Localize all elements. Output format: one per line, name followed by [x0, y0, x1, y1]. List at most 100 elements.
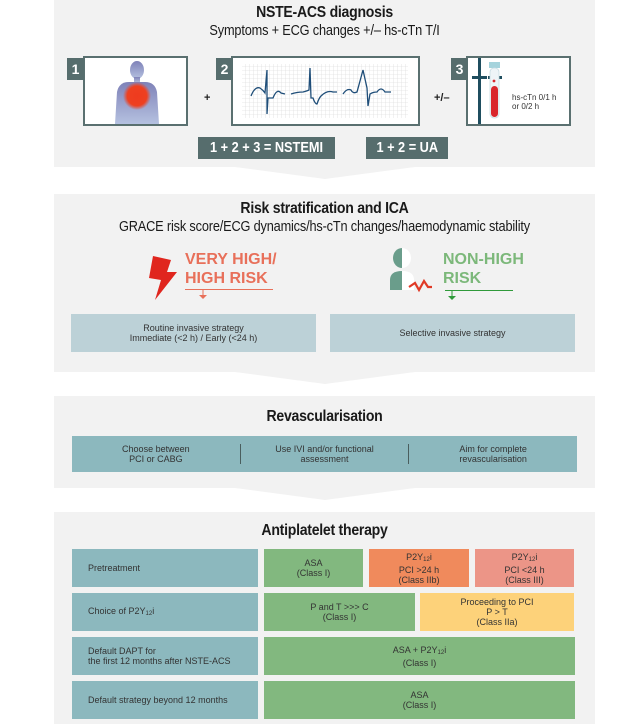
cell-line2: P > T: [486, 607, 508, 617]
troponin-note: hs-cTn 0/1 h or 0/2 h: [512, 93, 556, 111]
cell-line1-sub: 12: [423, 556, 430, 563]
cell-line1-post: i: [444, 644, 447, 655]
row-label-sub: 12: [145, 610, 153, 617]
selective-invasive-strategy: Selective invasive strategy: [330, 314, 575, 352]
diagnosis-section: NSTE-ACS diagnosis Symptoms + ECG change…: [54, 0, 595, 179]
non-high-risk-label: NON-HIGH RISK: [443, 250, 524, 288]
non-high-risk-label-line1: NON-HIGH: [443, 251, 524, 268]
cell-pretreatment-p2y12-gt24h: P2Y12i PCI >24 h (Class IIb): [369, 549, 469, 587]
high-risk-label: VERY HIGH/ HIGH RISK: [185, 250, 277, 288]
revascularisation-bar: Choose between PCI or CABG Use IVI and/o…: [72, 436, 577, 472]
step-number-2: 2: [216, 58, 233, 80]
row-label-default-dapt: Default DAPT for the first 12 months aft…: [72, 637, 258, 675]
cell-line2: (Class I): [402, 657, 437, 668]
cell-beyond-12-months: ASA (Class I): [264, 681, 575, 719]
cell-line1: P2Y12i: [369, 552, 469, 565]
blood-test-tube-icon: [472, 58, 502, 124]
row-label-text: Choice of P2Y12i: [88, 606, 154, 619]
antiplatelet-title: Antiplatelet therapy: [261, 522, 388, 539]
risk-section: Risk stratification and ICA GRACE risk s…: [54, 194, 595, 384]
flow-arrow: [234, 167, 415, 179]
cell-line2: (Class I): [402, 700, 437, 710]
row-label-post: i: [152, 605, 155, 616]
cell-line1-sub: 12: [437, 649, 445, 656]
revasc-item-ivi: Use IVI and/or functional assessment: [241, 436, 409, 472]
step-number-1: 1: [67, 58, 84, 80]
row-label-pretreatment: Pretreatment: [72, 549, 258, 587]
row-label-pre: Choice of P2Y: [88, 605, 146, 616]
row-label-beyond-12-months: Default strategy beyond 12 months: [72, 681, 258, 719]
divider: [408, 444, 410, 464]
cell-line1-pre: ASA + P2Y: [392, 644, 438, 655]
flow-arrow: [234, 372, 415, 384]
cell-line2: (Class I): [296, 568, 331, 578]
ua-outcome-label: 1 + 2 = UA: [376, 139, 438, 156]
step-number-3: 3: [451, 58, 468, 80]
cell-choice-p-t-c: P and T >>> C (Class I): [264, 593, 415, 631]
row-label-text: Pretreatment: [88, 563, 141, 573]
diagnosis-title: NSTE-ACS diagnosis: [256, 4, 393, 21]
cell-line1-post: i: [535, 551, 538, 562]
ecg-trace-icon: [242, 64, 408, 118]
cell-line1: ASA: [304, 558, 323, 568]
high-risk-underline: [185, 289, 273, 290]
high-risk-label-line2: HIGH RISK: [185, 270, 268, 287]
non-high-risk-underline: [445, 290, 513, 291]
cell-choice-proceeding-pci: Proceeding to PCI P > T (Class IIa): [420, 593, 574, 631]
down-arrow-icon: [199, 290, 207, 299]
ua-outcome: 1 + 2 = UA: [366, 137, 448, 159]
revasc-item-line1: Aim for complete: [459, 444, 527, 454]
revasc-item-pci-cabg: Choose between PCI or CABG: [72, 436, 240, 472]
chest-pain-person-icon: [115, 61, 159, 124]
cell-line1-pre: P2Y: [406, 551, 424, 562]
revasc-item-line2: PCI or CABG: [129, 454, 183, 464]
plus-operator: +: [204, 92, 211, 104]
revascularisation-title: Revascularisation: [266, 408, 383, 425]
cell-line1: Proceeding to PCI: [460, 597, 534, 607]
risk-title: Risk stratification and ICA: [240, 200, 409, 217]
cell-line2: PCI <24 h: [504, 564, 545, 575]
revasc-item-line1: Choose between: [122, 444, 190, 454]
cell-line2: (Class I): [322, 612, 357, 622]
revasc-item-line1: Use IVI and/or functional: [275, 444, 374, 454]
row-label-line1: Default DAPT for: [88, 646, 156, 656]
revasc-item-line2: revascularisation: [459, 454, 527, 464]
cell-line1-post: i: [429, 551, 432, 562]
cell-line1: ASA + P2Y12i: [264, 645, 575, 658]
cell-line1: P and T >>> C: [310, 602, 369, 612]
non-high-risk-label-line2: RISK: [443, 270, 482, 287]
revasc-item-line2: assessment: [300, 454, 349, 464]
cell-line1: ASA: [410, 690, 429, 700]
cell-line3: (Class IIa): [476, 617, 518, 627]
flow-arrow: [234, 488, 415, 500]
routine-invasive-strategy: Routine invasive strategy Immediate (<2 …: [71, 314, 316, 352]
plus-minus-operator: +/–: [434, 92, 450, 104]
nstemi-outcome: 1 + 2 + 3 = NSTEMI: [198, 137, 335, 159]
risk-subtitle: GRACE risk score/ECG dynamics/hs-cTn cha…: [119, 218, 530, 235]
antiplatelet-section: Antiplatelet therapy Pretreatment ASA (C…: [54, 512, 595, 724]
cell-line2: PCI >24 h: [398, 564, 440, 575]
cell-line1-sub: 12: [528, 556, 536, 563]
cell-default-dapt: ASA + P2Y12i (Class I): [264, 637, 575, 675]
cell-line3: (Class III): [505, 574, 544, 585]
ecg-box: [231, 56, 420, 126]
cell-line1: P2Y12i: [475, 552, 574, 565]
stable-patient-icon: [390, 248, 432, 293]
routine-strategy-line2: Immediate (<2 h) / Early (<24 h): [129, 333, 258, 343]
diagnosis-subtitle: Symptoms + ECG changes +/– hs-cTn T/I: [209, 22, 440, 39]
row-label-text: Default strategy beyond 12 months: [88, 695, 228, 705]
revascularisation-section: Revascularisation Choose between PCI or …: [54, 396, 595, 500]
cell-line3: (Class IIb): [398, 574, 440, 585]
lightning-bolt-icon: [149, 256, 177, 300]
row-label-choice-p2y12: Choice of P2Y12i: [72, 593, 258, 631]
troponin-note-line2: or 0/2 h: [512, 102, 540, 111]
symptoms-box: [83, 56, 188, 126]
troponin-note-line1: hs-cTn 0/1 h: [512, 93, 557, 102]
revasc-item-complete: Aim for complete revascularisation: [409, 436, 577, 472]
selective-strategy-line1: Selective invasive strategy: [399, 328, 506, 338]
troponin-box: hs-cTn 0/1 h or 0/2 h: [466, 56, 571, 126]
cell-pretreatment-asa: ASA (Class I): [264, 549, 363, 587]
high-risk-label-line1: VERY HIGH/: [185, 251, 277, 268]
cell-pretreatment-p2y12-lt24h: P2Y12i PCI <24 h (Class III): [475, 549, 574, 587]
nstemi-outcome-label: 1 + 2 + 3 = NSTEMI: [209, 139, 324, 156]
